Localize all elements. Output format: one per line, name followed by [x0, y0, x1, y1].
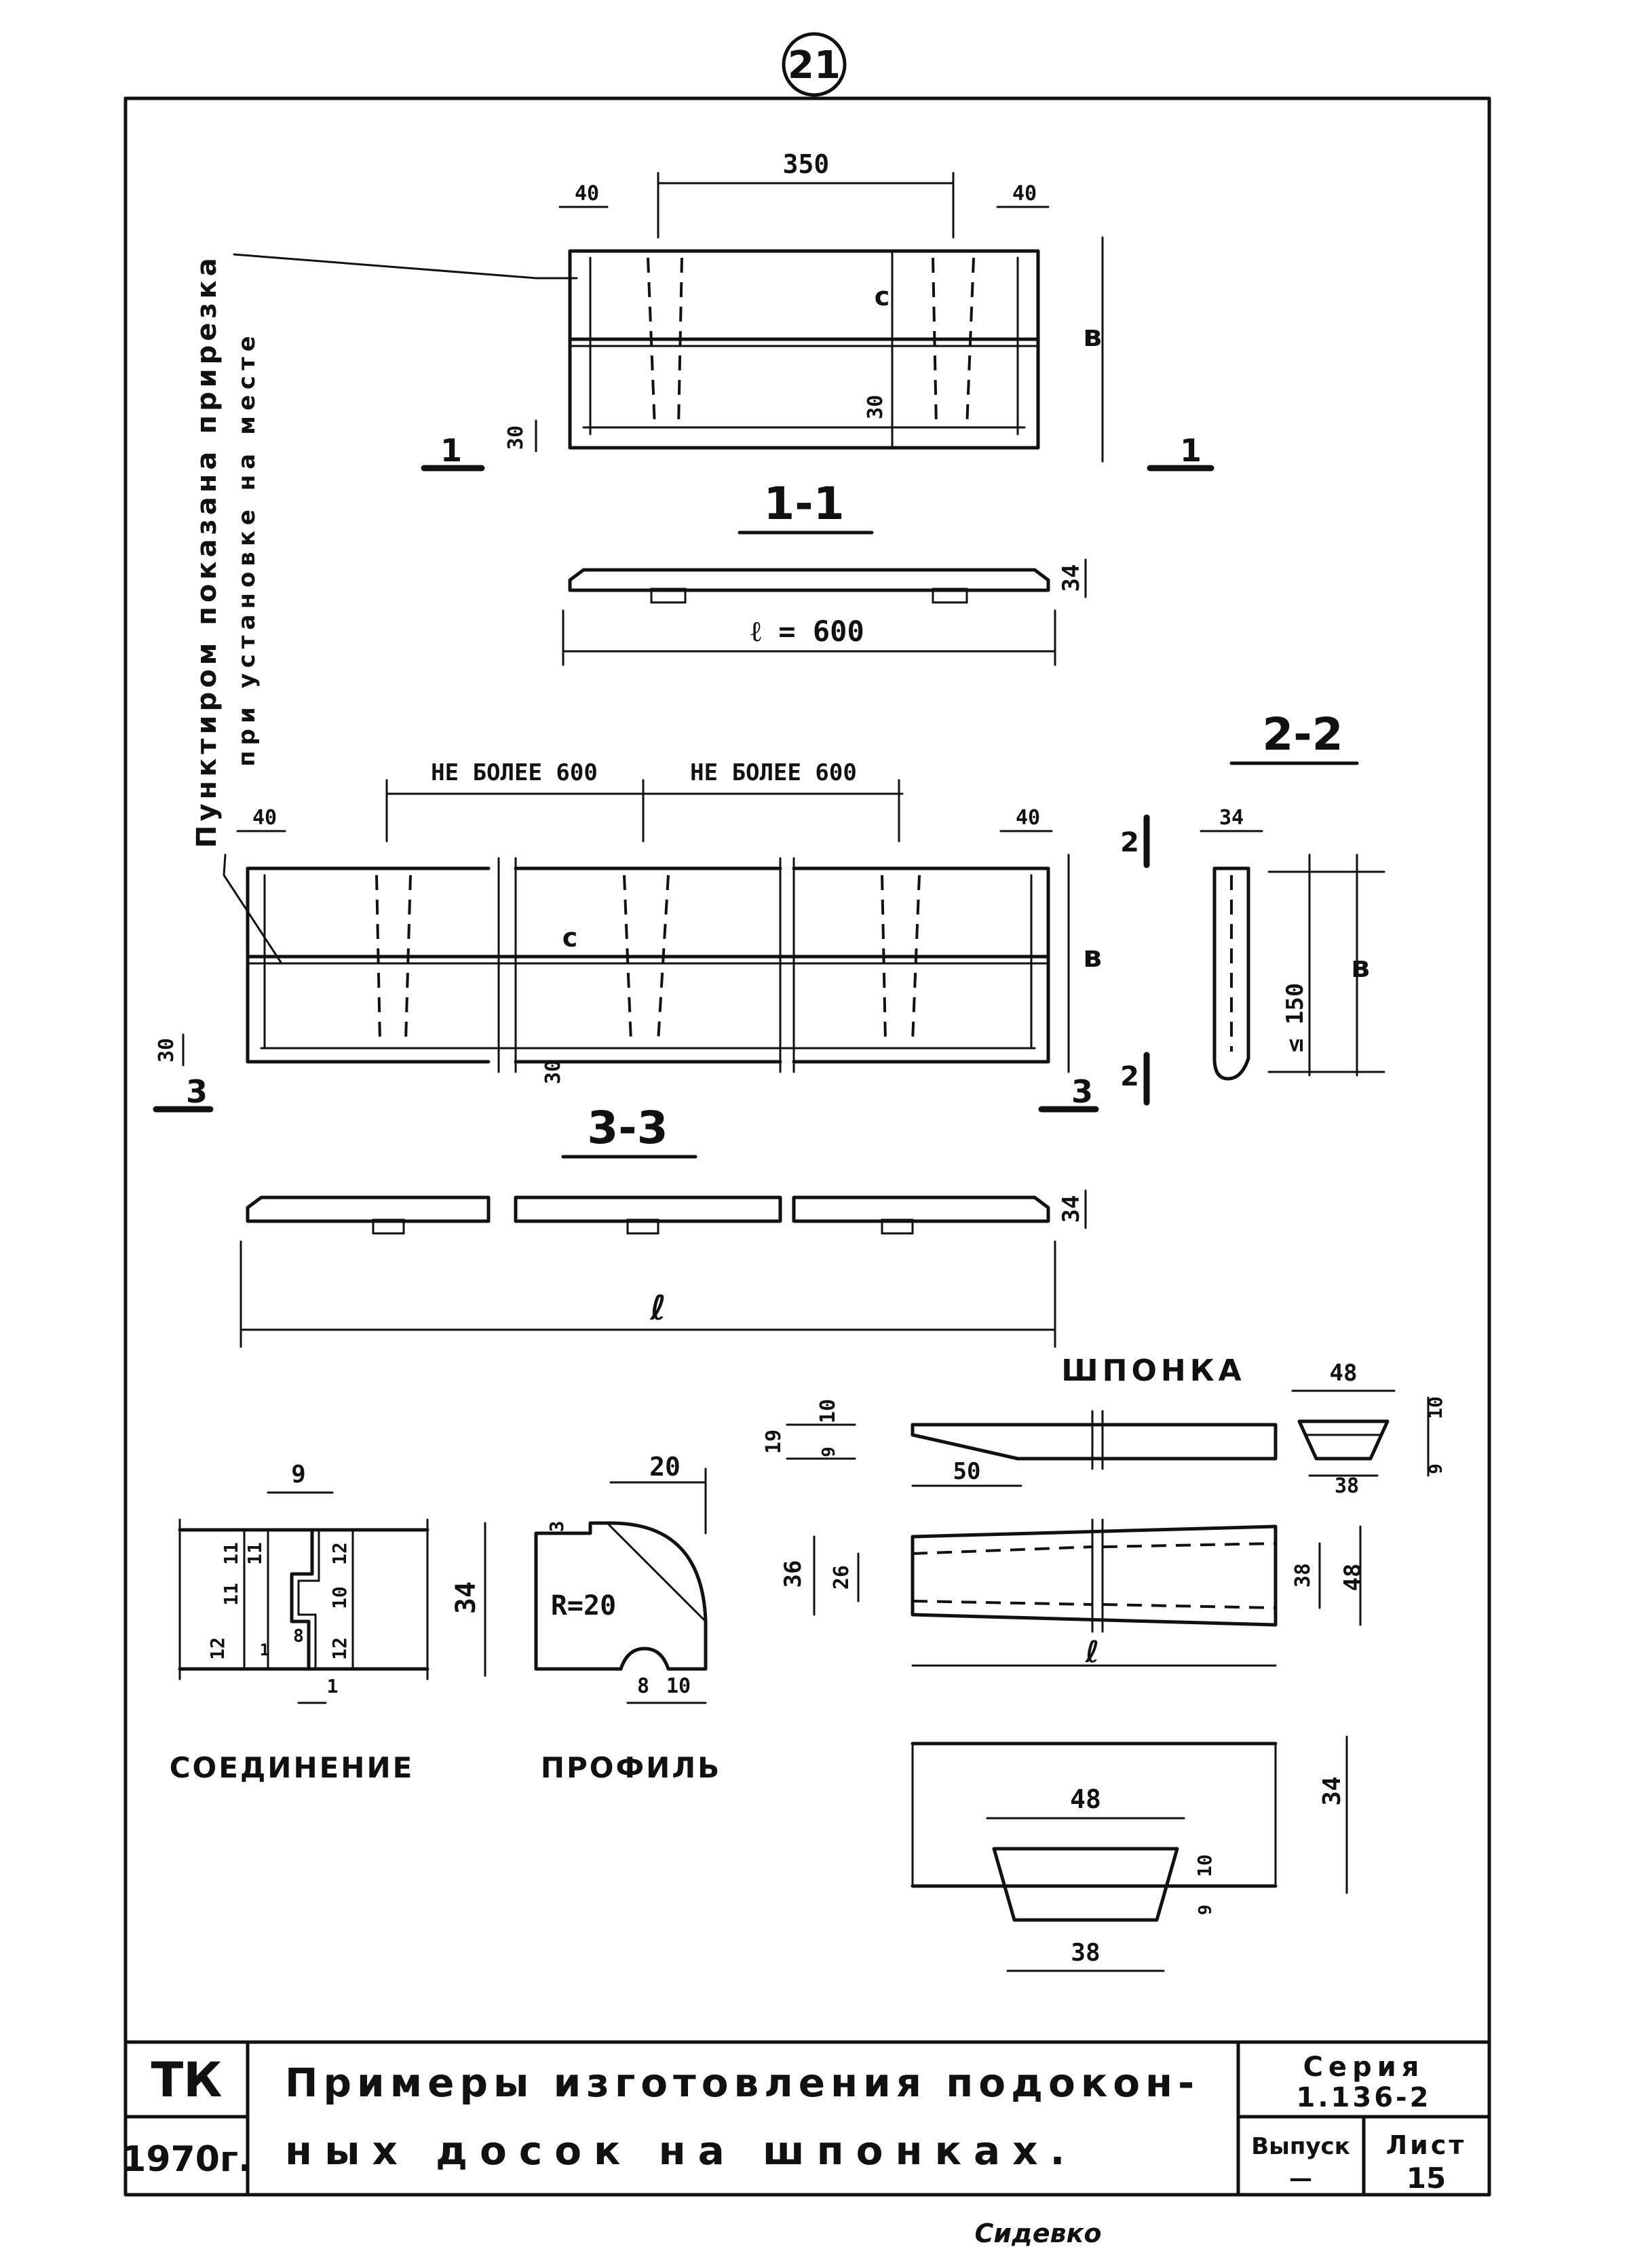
sheet-label: Лист [1386, 2130, 1467, 2160]
title-block: ТК 1970г. Примеры изготовления подокон- … [121, 2040, 1491, 2248]
drawing-frame [123, 96, 1491, 2197]
joint-1a: 1 [260, 1640, 269, 1659]
detail-10: 10 [1193, 1854, 1216, 1877]
side-19: 19 [762, 1429, 786, 1454]
end-9: 9 [1426, 1463, 1447, 1474]
section-3-3: 3-3 34 ℓ [240, 1102, 1087, 1348]
side-9: 9 [819, 1446, 839, 1457]
profile-radius: R=20 [551, 1590, 616, 1621]
shponka-title: ШПОНКА [1061, 1353, 1245, 1388]
sheet-value: 15 [1406, 2161, 1446, 2195]
title-line-2: ных досок на шпонках. [285, 2128, 1077, 2174]
joint-11b: 11 [220, 1542, 242, 1565]
profile-8: 8 [637, 1674, 649, 1698]
dim-b: в [1083, 319, 1102, 353]
joint-12r2: 12 [328, 1637, 351, 1660]
profile-detail: 20 3 R=20 8 10 ПРОФИЛЬ [534, 1452, 721, 1784]
dim-l-600: ℓ = 600 [750, 615, 864, 648]
joint-1b: 1 [327, 1675, 339, 1697]
joint-12r: 12 [328, 1542, 351, 1565]
series-value: 1.136-2 [1297, 2082, 1432, 2113]
top-board-view: 350 40 40 в с 30 30 1 1 [421, 149, 1214, 472]
bottom-note: Сидевко [975, 2218, 1102, 2248]
dim-350: 350 [783, 149, 830, 179]
dim-34-2-2: 34 [1219, 806, 1244, 830]
plan-l: ℓ [1085, 1635, 1100, 1670]
plan-26: 26 [830, 1565, 854, 1590]
profile-10: 10 [666, 1674, 691, 1698]
dim-34-1-1: 34 [1058, 564, 1085, 592]
sheet-number: 21 [788, 43, 841, 88]
issue-label: Выпуск [1251, 2133, 1350, 2160]
plan-38: 38 [1291, 1563, 1315, 1588]
joint-9: 9 [291, 1461, 306, 1488]
dim-34-3-3: 34 [1058, 1195, 1085, 1223]
profile-3: 3 [545, 1521, 568, 1533]
vertical-note-line1: Пунктиром показана прирезка [191, 254, 223, 848]
detail-48: 48 [1070, 1784, 1101, 1814]
profile-title: ПРОФИЛЬ [541, 1751, 721, 1784]
shponka-details: ШПОНКА 19 10 9 50 48 38 10 9 36 26 3 [762, 1353, 1447, 1972]
detail-38: 38 [1071, 1939, 1100, 1967]
end-48: 48 [1330, 1360, 1358, 1387]
dim-b-2-2: в [1351, 950, 1370, 984]
marker-2-top: 2 [1120, 827, 1139, 858]
section-3-3-title: 3-3 [587, 1102, 668, 1154]
dim-c-b: с [562, 923, 578, 953]
marker-1-left: 1 [440, 432, 462, 469]
dim-150: ≤ 150 [1282, 983, 1309, 1052]
plan-36: 36 [780, 1560, 807, 1588]
dim-span-1: НЕ БОЛЕЕ 600 [431, 759, 598, 786]
joint-11c: 11 [220, 1583, 242, 1606]
title-line-1: Примеры изготовления подокон- [285, 2060, 1200, 2106]
dim-span-2: НЕ БОЛЕЕ 600 [690, 759, 857, 786]
dim-b-b: в [1083, 940, 1102, 974]
plan-48: 48 [1339, 1564, 1366, 1592]
section-2-2: 2-2 34 в ≤ 150 [1200, 708, 1385, 1081]
side-10: 10 [816, 1399, 840, 1423]
joint-detail: 9 11 11 11 12 1 12 10 8 12 34 1 СОЕДИНЕН… [170, 1461, 486, 1784]
joint-8: 8 [293, 1626, 304, 1647]
dim-40-left-b: 40 [252, 806, 277, 830]
marker-2-bottom: 2 [1120, 1061, 1139, 1092]
dim-c: с [875, 282, 890, 311]
issue-value: — [1289, 2165, 1312, 2192]
end-38: 38 [1335, 1474, 1359, 1498]
joint-10r: 10 [328, 1586, 351, 1609]
dim-30-left: 30 [504, 425, 528, 450]
marker-3-right: 3 [1071, 1073, 1093, 1110]
dim-40-right-b: 40 [1016, 806, 1040, 830]
vertical-note: Пунктиром показана прирезка при установк… [191, 253, 578, 965]
dim-50: 50 [953, 1458, 981, 1485]
marker-1-right: 1 [1180, 432, 1202, 469]
sheet-number-badge: 21 [782, 32, 847, 97]
section-1-1: 1-1 34 ℓ = 600 [562, 478, 1087, 666]
dim-30-left-b: 30 [155, 1038, 178, 1062]
dim-40-left: 40 [575, 182, 599, 206]
detail-34: 34 [1318, 1776, 1346, 1805]
marker-3-left: 3 [186, 1073, 208, 1110]
dim-l: ℓ [649, 1288, 666, 1328]
joint-12a: 12 [206, 1637, 229, 1660]
dim-30-mid-b: 30 [541, 1060, 565, 1084]
section-1-1-title: 1-1 [763, 478, 844, 530]
org-code: ТК [151, 2052, 223, 2108]
joint-title: СОЕДИНЕНИЕ [170, 1751, 415, 1784]
dim-40-right: 40 [1012, 182, 1037, 206]
section-2-2-title: 2-2 [1262, 708, 1343, 761]
joint-34: 34 [451, 1581, 482, 1614]
vertical-note-line2: при установке на месте [233, 330, 261, 767]
series-label: Серия [1303, 2052, 1425, 2083]
bottom-board-view: НЕ БОЛЕЕ 600 НЕ БОЛЕЕ 600 40 40 с в 30 3… [153, 759, 1150, 1113]
detail-9: 9 [1195, 1904, 1216, 1915]
profile-20: 20 [649, 1452, 681, 1482]
dim-30-mid: 30 [864, 395, 887, 419]
joint-11a: 11 [244, 1542, 266, 1565]
year: 1970г. [121, 2139, 252, 2180]
